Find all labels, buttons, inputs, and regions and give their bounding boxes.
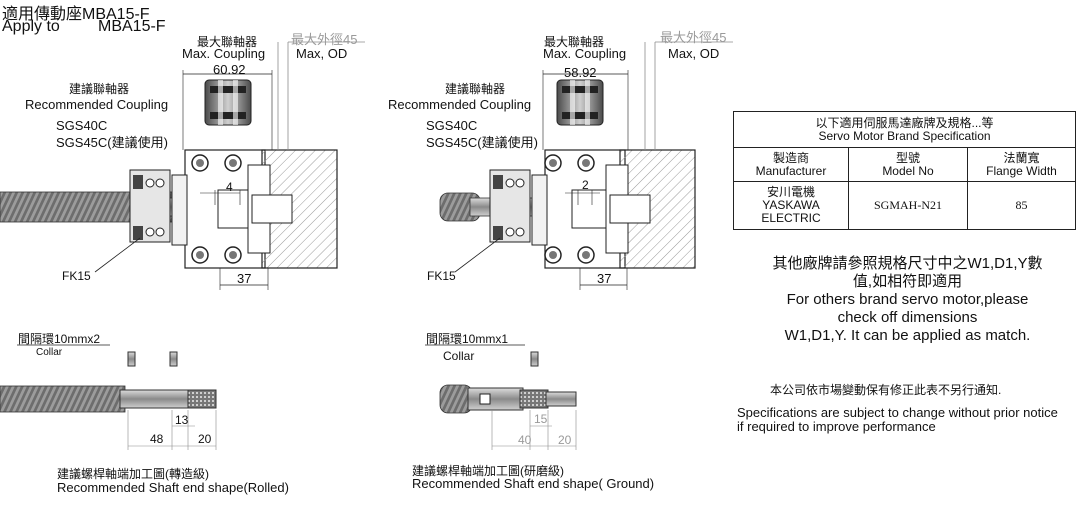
- spec-table-title: 以下適用伺服馬達廠牌及規格...等 Servo Motor Brand Spec…: [733, 111, 1076, 148]
- left-assembly: [0, 41, 365, 290]
- ground-caption-zh: 建議螺桿軸端加工圖(研磨級): [412, 464, 564, 478]
- right-depth-dim: 37: [597, 271, 612, 286]
- left-coupling-model-1: SGS40C: [56, 118, 108, 133]
- collar-piece: [169, 351, 178, 367]
- servo-motor-spec-table: 以下適用伺服馬達廠牌及規格...等 Servo Motor Brand Spec…: [733, 111, 1076, 230]
- left-recommended-en: Recommended Coupling: [25, 97, 169, 112]
- rolled-caption-en: Recommended Shaft end shape(Rolled): [57, 480, 289, 495]
- left-coupling-max-zh: 最大聯軸器: [197, 35, 258, 49]
- rolled-dim-20: 20: [198, 432, 212, 446]
- ground-dim-15: 15: [534, 412, 548, 426]
- ground-collar-en: Collar: [443, 349, 475, 363]
- cell-flange: 85: [967, 181, 1076, 230]
- cell-manufacturer: 安川電機 YASKAWA ELECTRIC: [733, 181, 849, 230]
- left-bearing-label: FK15: [62, 269, 91, 283]
- left-coupling-width-dim: 60.92: [213, 62, 246, 77]
- table-row: 安川電機 YASKAWA ELECTRIC SGMAH-N21 85: [733, 181, 1076, 230]
- header-flange-width: 法蘭寬 Flange Width: [967, 147, 1076, 182]
- right-coupling-model-2: SGS45C(建議使用): [426, 135, 538, 150]
- left-coupling-max-en: Max. Coupling: [182, 46, 266, 61]
- ground-dim-40: 40: [518, 433, 532, 447]
- ground-shaft-drawing: [425, 344, 577, 450]
- right-gap-dim: 2: [582, 178, 589, 192]
- right-coupling-max-zh: 最大聯軸器: [544, 35, 605, 49]
- left-depth-dim: 37: [237, 271, 252, 286]
- notice-en: Specifications are subject to change wit…: [737, 405, 1058, 434]
- right-od-max-en: Max, OD: [668, 46, 720, 61]
- spec-table-title-zh: 以下適用伺服馬達廠牌及規格...等: [815, 115, 994, 130]
- ground-dim-20: 20: [558, 433, 572, 447]
- right-coupling: [556, 79, 604, 126]
- rolled-collar-en: Collar: [36, 347, 63, 358]
- title-en-label: Apply to: [2, 18, 60, 35]
- left-recommended-zh: 建議聯軸器: [69, 82, 130, 96]
- right-bearing-label: FK15: [427, 269, 456, 283]
- ground-collar-zh: 間隔環10mmx1: [426, 332, 509, 346]
- collar-piece: [127, 351, 136, 367]
- left-coupling: [204, 79, 252, 126]
- left-gap-dim: 4: [226, 180, 233, 194]
- right-recommended-en: Recommended Coupling: [388, 97, 532, 112]
- right-recommended-zh: 建議聯軸器: [445, 82, 506, 96]
- right-coupling-width-dim: 58.92: [564, 65, 597, 80]
- header-model-no: 型號 Model No: [848, 147, 968, 182]
- title-en-model: MBA15-F: [98, 18, 166, 35]
- left-od-max-en: Max, OD: [296, 46, 348, 61]
- title-zh: 適用傳動座MBA15-F: [2, 6, 150, 23]
- collar-piece: [530, 351, 539, 367]
- rolled-collar-zh: 間隔環10mmx2: [18, 332, 101, 346]
- rolled-caption-zh: 建議螺桿軸端加工圖(轉造級): [57, 467, 209, 481]
- right-assembly: [439, 41, 733, 290]
- left-coupling-model-2: SGS45C(建議使用): [56, 135, 168, 150]
- rolled-dim-48: 48: [150, 432, 164, 446]
- header-manufacturer: 製造商 Manufacturer: [733, 147, 849, 182]
- spec-table-title-en: Servo Motor Brand Specification: [818, 128, 991, 143]
- left-od-max-zh: 最大外徑45: [291, 32, 358, 47]
- right-od-max-zh: 最大外徑45: [660, 30, 727, 45]
- rolled-shaft-drawing: [0, 344, 217, 450]
- right-coupling-max-en: Max. Coupling: [543, 46, 627, 61]
- right-coupling-model-1: SGS40C: [426, 118, 478, 133]
- other-brand-note: 其他廠牌請參照規格尺寸中之W1,D1,Y數 值,如相符即適用 For other…: [772, 255, 1043, 344]
- rolled-dim-13: 13: [175, 413, 189, 427]
- ground-caption-en: Recommended Shaft end shape( Ground): [412, 476, 655, 491]
- notice-zh: 本公司依市場變動保有修正此表不另行通知.: [770, 383, 1002, 397]
- cell-model: SGMAH-N21: [848, 181, 968, 230]
